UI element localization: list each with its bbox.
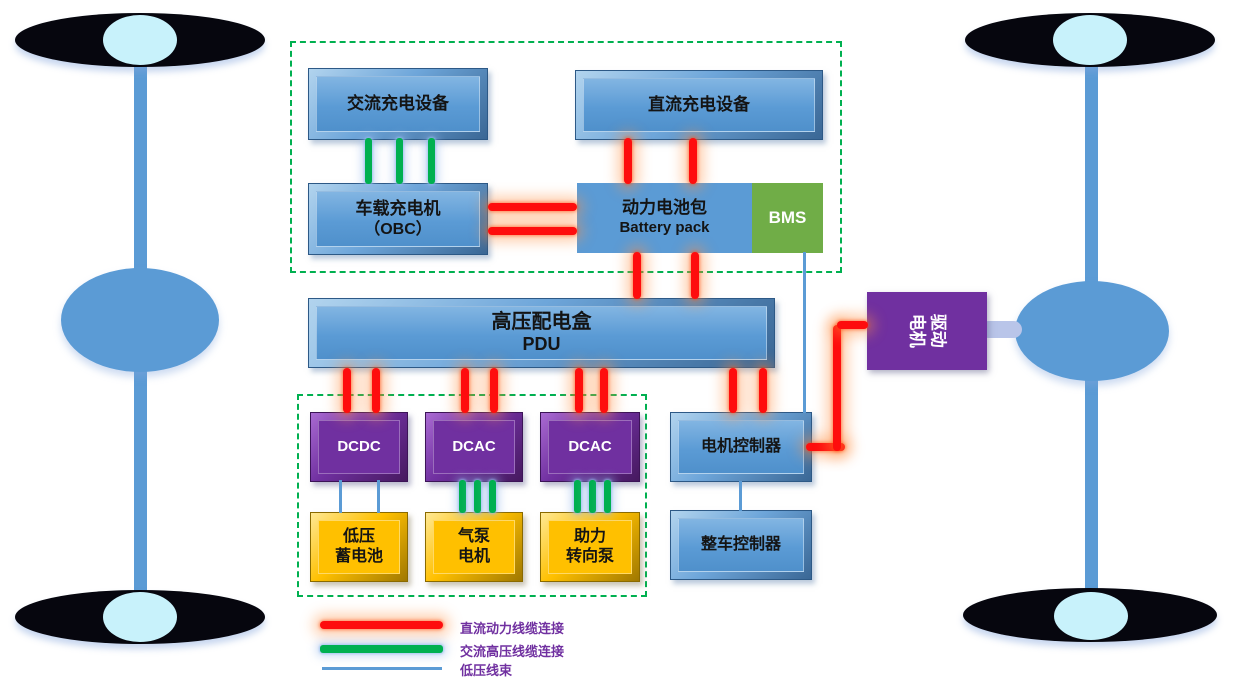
drive-motor-label: 驱动 电机 <box>906 314 948 348</box>
ac-line-segment <box>459 480 466 513</box>
ac-line-segment <box>604 480 611 513</box>
auxiliary-zone-border <box>297 394 647 597</box>
bms-label: BMS <box>768 207 807 227</box>
dc-line-segment <box>461 368 469 413</box>
pdu-label-line1: 高压配电盒 <box>491 310 592 333</box>
obc-box: 车载充电机 （OBC） <box>308 183 488 255</box>
ac-line-segment <box>396 138 403 184</box>
ac-charger-label: 交流充电设备 <box>347 93 449 113</box>
ac-line-segment <box>428 138 435 184</box>
vehicle-controller-label: 整车控制器 <box>700 536 781 554</box>
dcac1-label: DCAC <box>452 437 496 455</box>
dc-line-segment <box>488 203 577 211</box>
motor-controller-box: 电机控制器 <box>670 412 812 482</box>
ac-charger-box: 交流充电设备 <box>308 68 488 140</box>
dc-line-segment <box>488 227 577 235</box>
dc-line-segment <box>806 443 845 451</box>
dc-line-segment <box>490 368 498 413</box>
pdu-box: 高压配电盒 PDU <box>308 298 775 368</box>
dc-line-segment <box>575 368 583 413</box>
dc-line-segment <box>624 138 632 184</box>
legend-label-lv-line: 低压线束 <box>460 663 513 678</box>
ac-line-segment <box>365 138 372 184</box>
air-pump-label-line2: 电机 <box>457 548 490 565</box>
air-pump-label-line1: 气泵 <box>457 528 490 546</box>
axle-ellipse-left <box>61 268 219 372</box>
ac-line-segment <box>489 480 496 513</box>
wheel-hub-rear-right <box>1054 592 1128 640</box>
dc-line-segment <box>729 368 737 413</box>
bms-box: BMS <box>752 183 823 253</box>
ac-line-segment <box>574 480 581 513</box>
lv-line-segment <box>339 480 342 513</box>
ac-line-segment <box>474 480 481 513</box>
dc-line-segment <box>600 368 608 413</box>
legend-swatch-lv-line <box>322 667 442 670</box>
legend-label-ac-line: 交流高压线缆连接 <box>460 644 565 659</box>
dc-line-segment <box>837 321 868 329</box>
dc-line-segment <box>833 325 841 451</box>
lv-line-segment <box>803 252 806 413</box>
battery-pack-box: 动力电池包 Battery pack <box>577 183 752 253</box>
dc-line-segment <box>759 368 767 413</box>
dc-line-segment <box>689 138 697 184</box>
dc-line-segment <box>343 368 351 413</box>
drive-shaft-connector <box>980 321 1022 338</box>
drive-motor-label-line2: 电机 <box>908 314 927 348</box>
steering-pump-label-line1: 助力 <box>573 528 606 546</box>
motor-controller-label: 电机控制器 <box>700 438 781 456</box>
dcac2-label: DCAC <box>568 437 612 455</box>
dc-charger-label: 直流充电设备 <box>648 94 750 114</box>
obc-label-line1: 车载充电机 <box>355 198 441 218</box>
pdu-label-line2: PDU <box>522 334 561 355</box>
lv-line-segment <box>739 481 742 511</box>
dc-charger-box: 直流充电设备 <box>575 70 823 140</box>
drive-motor-box: 驱动 电机 <box>867 292 987 370</box>
battery-label-line1: 动力电池包 <box>622 198 707 218</box>
dcdc-box: DCDC <box>310 412 408 482</box>
steering-pump-label-line2: 转向泵 <box>565 548 614 565</box>
wheel-hub-front-left <box>103 15 177 65</box>
lv-battery-label-line1: 低压 <box>342 528 375 546</box>
dc-line-segment <box>691 252 699 299</box>
wheel-hub-front-right <box>1053 15 1127 65</box>
dc-line-segment <box>633 252 641 299</box>
steering-pump-box: 助力 转向泵 <box>540 512 640 582</box>
vehicle-controller-box: 整车控制器 <box>670 510 812 580</box>
legend-swatch-dc-line <box>320 621 443 629</box>
dcac2-box: DCAC <box>540 412 640 482</box>
dc-line-segment <box>372 368 380 413</box>
ac-line-segment <box>589 480 596 513</box>
battery-label-line2: Battery pack <box>619 219 710 237</box>
axle-ellipse-right <box>1015 281 1169 381</box>
dcac1-box: DCAC <box>425 412 523 482</box>
lv-battery-box: 低压 蓄电池 <box>310 512 408 582</box>
lv-line-segment <box>377 480 380 513</box>
charging-zone-border <box>290 41 842 273</box>
lv-battery-label-line2: 蓄电池 <box>334 548 383 565</box>
drive-motor-label-line1: 驱动 <box>928 314 948 348</box>
legend-label-dc-line: 直流动力线缆连接 <box>460 621 565 636</box>
air-pump-box: 气泵 电机 <box>425 512 523 582</box>
dcdc-label: DCDC <box>337 437 381 455</box>
legend-swatch-ac-line <box>320 645 443 653</box>
wheel-hub-rear-left <box>103 592 177 642</box>
obc-label-line2: （OBC） <box>364 220 432 238</box>
